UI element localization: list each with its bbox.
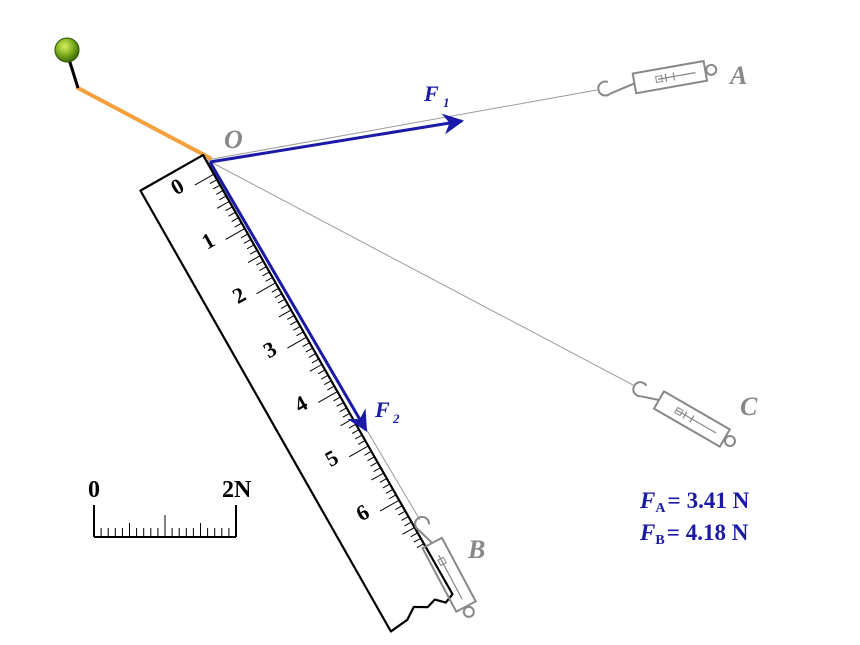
ruler-tick	[317, 369, 326, 375]
ruler-tick	[286, 315, 295, 320]
ruler-tick	[348, 445, 369, 458]
ruler-tick	[416, 543, 425, 549]
force-arrow-f2	[208, 161, 368, 432]
spring-scale-icon	[632, 381, 736, 449]
ruler-tick	[354, 434, 363, 440]
ruler-tick	[327, 385, 335, 391]
svg-text:F: F	[423, 81, 439, 106]
ruler-tick	[404, 521, 412, 527]
scale-bar-end-label: 2N	[222, 477, 252, 503]
ruler-tick	[339, 407, 347, 413]
ruler-tick	[318, 391, 338, 403]
ruler-tick	[333, 396, 341, 402]
ruler-tick	[249, 249, 258, 255]
ruler-tick	[302, 342, 310, 348]
force-f1-label: F 1	[423, 81, 450, 110]
ruler-ticks	[194, 173, 425, 549]
ruler-tick	[256, 260, 264, 266]
ruler-tick	[243, 238, 252, 244]
ruler-tick	[379, 499, 400, 512]
ruler-tick	[271, 287, 279, 293]
ruler-tick	[259, 266, 267, 271]
ruler-tick	[280, 304, 289, 309]
ruler-tick	[370, 461, 378, 467]
ruler-tick	[277, 298, 286, 304]
ruler-tick	[309, 363, 323, 372]
thread-to-a	[206, 89, 598, 161]
ruler-tick	[336, 401, 344, 407]
ruler-tick	[265, 276, 273, 282]
ruler-tick	[225, 206, 233, 212]
ruler-tick	[287, 336, 307, 349]
spring-scale-icon	[597, 59, 718, 97]
anchor-a-label: A	[728, 61, 747, 90]
ruler-tick	[256, 282, 276, 295]
ruler-tick	[228, 211, 236, 217]
spring-scale-c[interactable]	[629, 377, 739, 452]
ruler-tick	[225, 228, 246, 240]
ruler-tick	[410, 532, 418, 538]
scale-bar-start-label: 0	[88, 477, 100, 503]
ruler-tick	[401, 516, 409, 521]
ruler-tick	[247, 255, 261, 264]
spring-scale-a[interactable]	[597, 59, 718, 99]
ruler-tick	[379, 478, 388, 483]
green-pin-icon	[54, 37, 80, 89]
ruler-tick	[364, 450, 372, 456]
rubber-band	[76, 86, 212, 160]
ruler-tick	[320, 374, 329, 380]
ruler-tick	[194, 173, 215, 186]
svg-text:2: 2	[392, 411, 400, 426]
ruler-tick	[219, 195, 227, 201]
anchor-b-label: B	[467, 535, 485, 564]
point-o-label: O	[224, 125, 243, 154]
force-reading-a: FA=3.41 N	[639, 488, 750, 516]
ruler-tick	[293, 325, 301, 331]
svg-text:F: F	[374, 397, 390, 422]
ruler-tick	[308, 353, 317, 358]
ruler-tick	[274, 293, 283, 299]
ruler-tick	[373, 467, 381, 473]
svg-text:FB=4.18 N: FB=4.18 N	[639, 520, 749, 548]
ruler-tick	[212, 184, 221, 190]
thread-to-c	[206, 159, 634, 386]
ruler-tick	[262, 271, 270, 277]
ruler-tick	[388, 494, 397, 500]
force-arrow-f1	[209, 113, 465, 164]
ruler-tick	[305, 347, 313, 353]
ruler-tick	[240, 233, 249, 239]
ruler-tick	[385, 488, 394, 494]
svg-text:1: 1	[443, 95, 450, 110]
ruler-tick	[246, 244, 255, 250]
ruler-tick	[357, 440, 366, 445]
ruler-tick	[216, 200, 230, 209]
ruler-tick	[402, 526, 415, 535]
scale-bar: 0 2N	[88, 477, 252, 538]
spring-scale-icon	[414, 515, 478, 618]
ruler-tick	[371, 472, 384, 481]
spring-scale-b[interactable]	[409, 513, 481, 622]
scale-bar-ticks	[100, 515, 230, 537]
ruler-tick	[278, 309, 292, 318]
anchor-c-label: C	[740, 392, 758, 421]
ruler-tick	[395, 505, 403, 511]
ruler-tick	[311, 358, 320, 364]
ruler-tick	[290, 320, 298, 326]
svg-text:FA=3.41 N: FA=3.41 N	[639, 488, 750, 516]
ruler-tick	[234, 222, 242, 228]
ruler-tick	[324, 380, 332, 386]
ruler-tick	[382, 483, 391, 489]
ruler-tick	[215, 190, 224, 195]
force-f2-label: F 2	[374, 397, 400, 426]
ruler-tick	[296, 331, 304, 337]
ruler-tick	[367, 456, 375, 462]
ruler-tick	[231, 217, 239, 223]
ruler-tick	[398, 510, 406, 516]
ruler-tick	[413, 537, 422, 543]
ruler-tick	[209, 179, 218, 184]
force-reading-b: FB=4.18 N	[639, 520, 749, 548]
